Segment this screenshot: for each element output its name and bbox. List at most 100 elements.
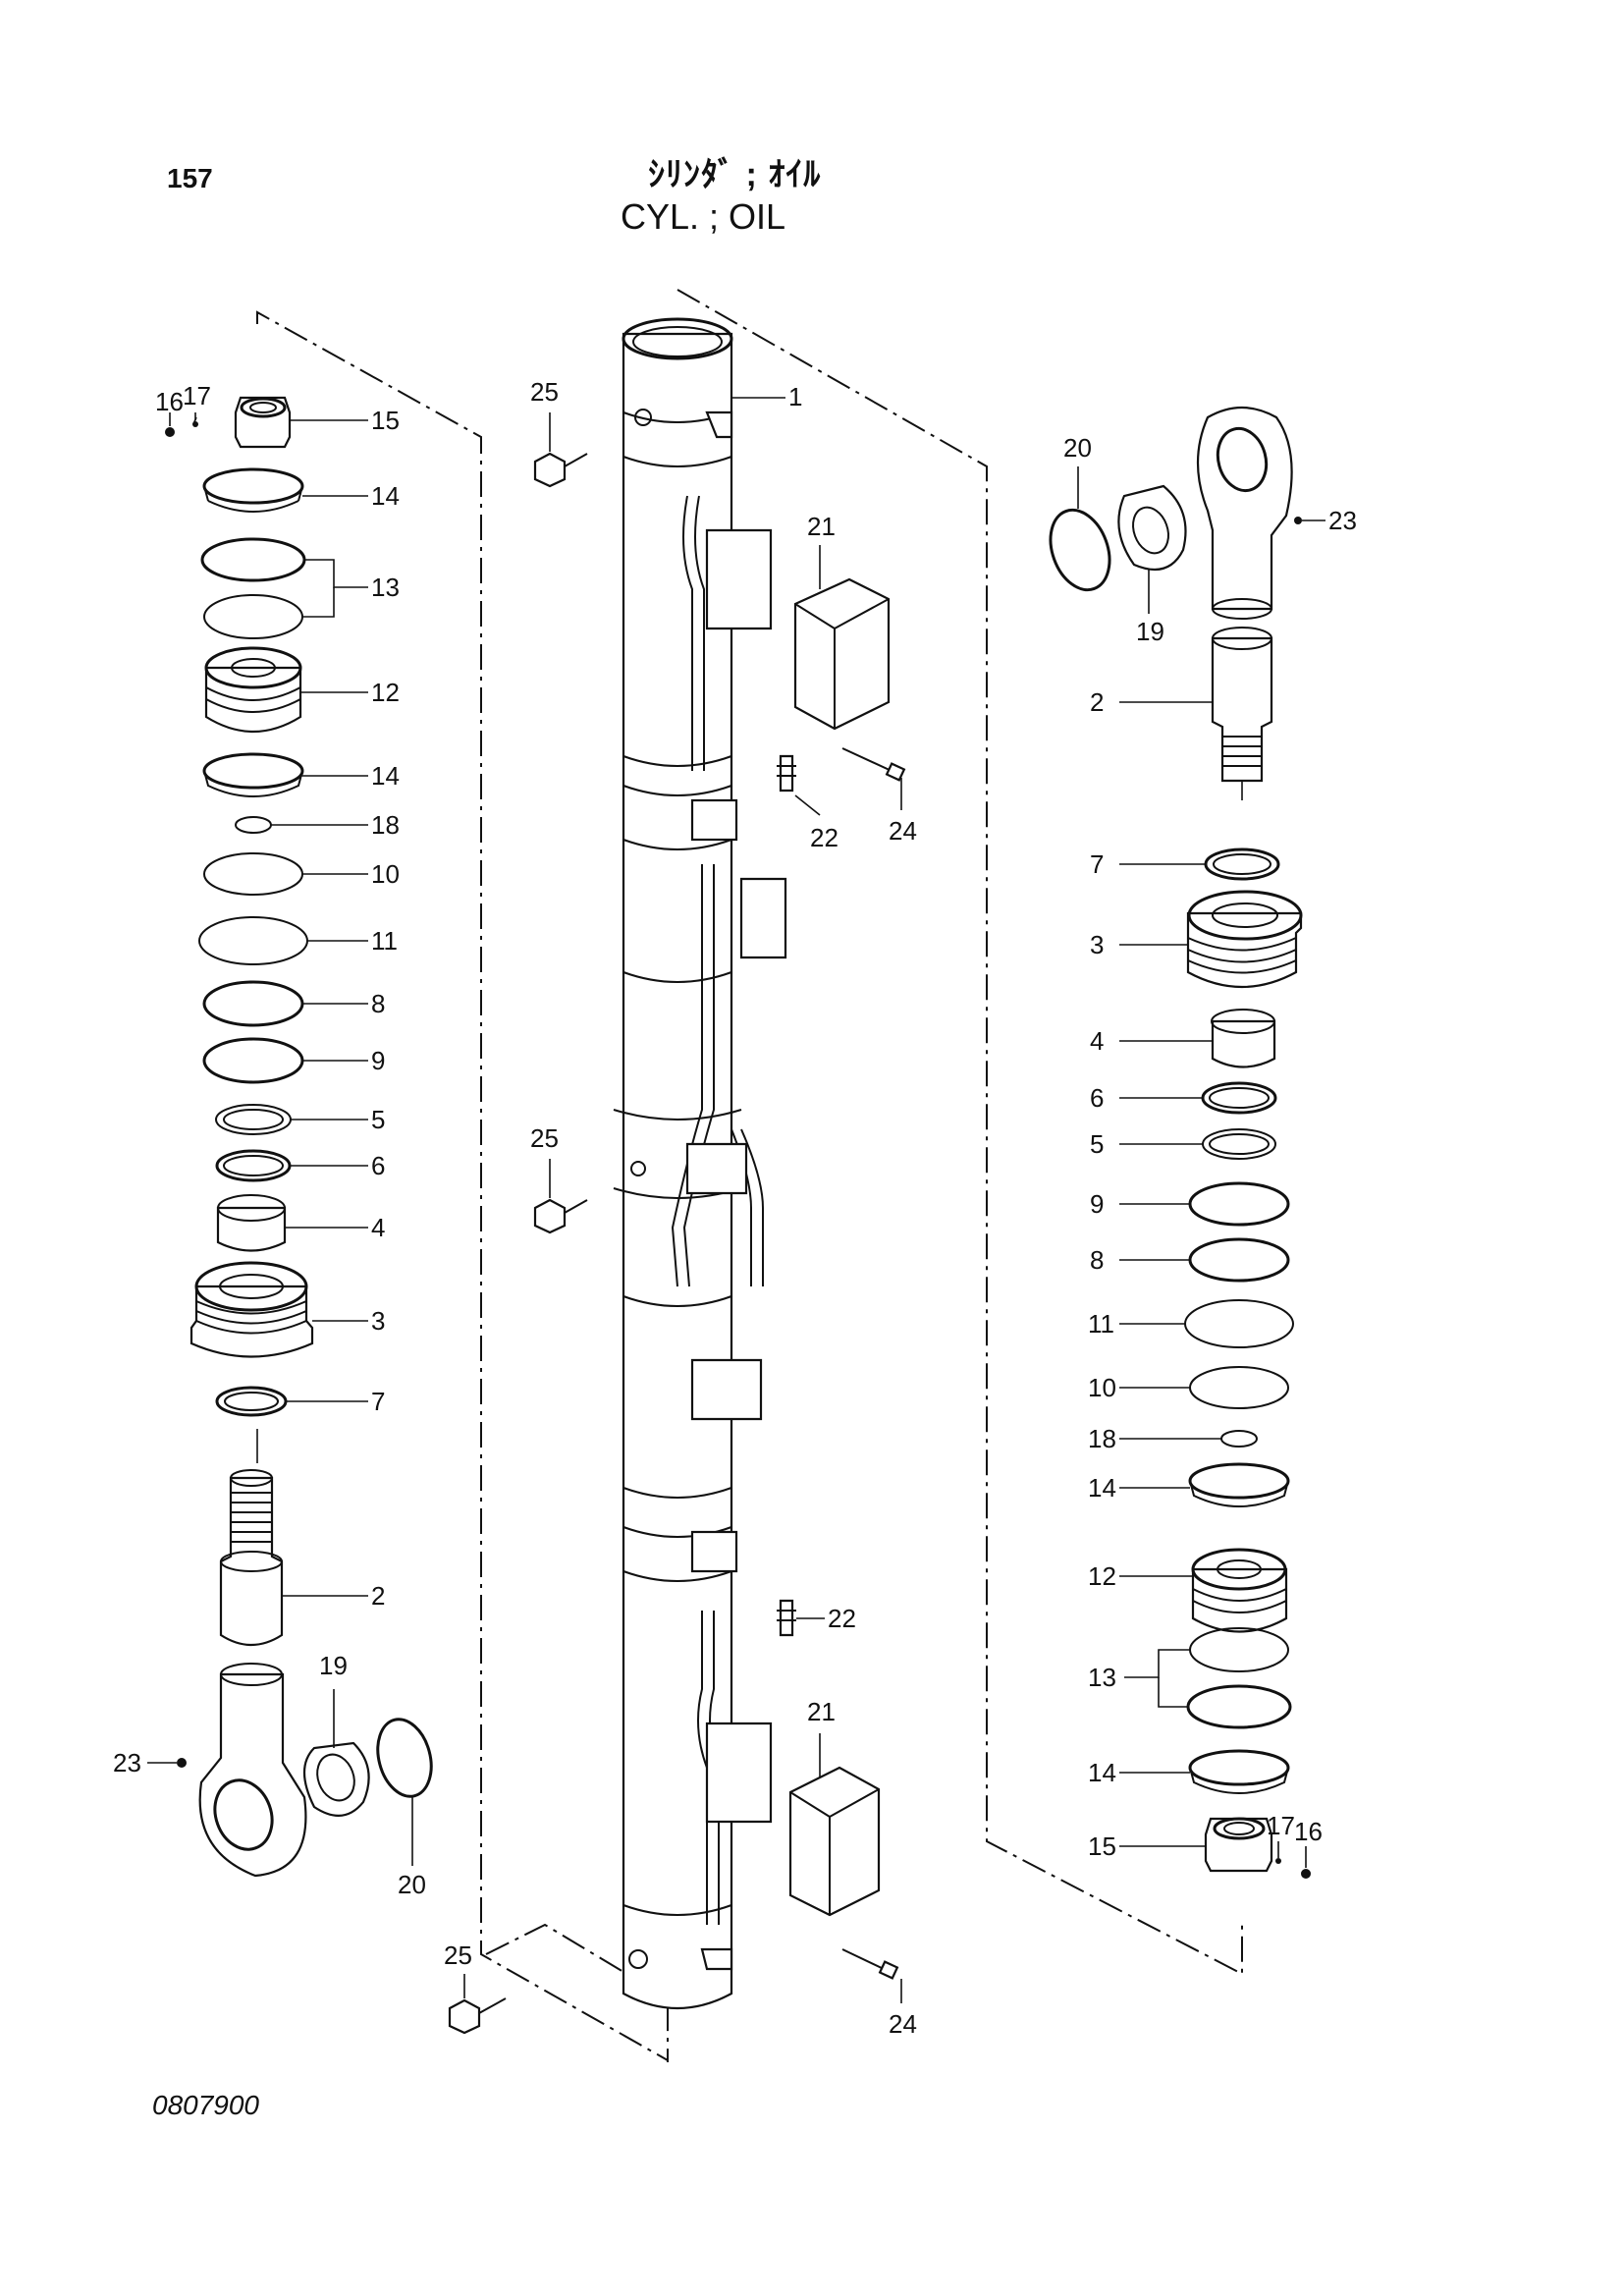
snap-ring-20-right: [1049, 508, 1111, 592]
callout-25-bottom: 25: [444, 1941, 472, 1970]
plug-25-bottom: [448, 1997, 507, 2035]
piston-12-right: [1191, 1548, 1288, 1633]
bearing-19-left: [303, 1741, 370, 1817]
callout-24-top: 24: [889, 816, 917, 846]
callouts-center: 25 1 21 22 24 25 22 21 25 24: [444, 377, 917, 2039]
callouts-right: 20 23 19 2 7 3 4 6 5 9 8 11 10 18 14 12 …: [1063, 433, 1357, 1861]
callout-17-right: 17: [1267, 1811, 1295, 1840]
nut-15-right: [1204, 1817, 1273, 1873]
callout-12-left: 12: [371, 678, 400, 707]
wear-ring-14b-right: [1188, 1749, 1290, 1794]
plug-25-top: [533, 452, 588, 488]
plug-25-mid: [533, 1198, 588, 1234]
cylinder-tube-1: [613, 317, 787, 2009]
pin-17-right: [1275, 1858, 1281, 1864]
callout-15-right: 15: [1088, 1831, 1116, 1861]
callout-2-left: 2: [371, 1581, 385, 1611]
pin-17-left: [192, 421, 198, 427]
callout-16-left: 16: [155, 387, 184, 416]
callout-7-left: 7: [371, 1387, 385, 1416]
callout-18-right: 18: [1088, 1424, 1116, 1453]
callout-4-right: 4: [1090, 1026, 1104, 1056]
valve-21-bottom: [788, 1766, 881, 1917]
dashed-centerlines: [256, 289, 1243, 2062]
ring-7-left: [215, 1386, 288, 1417]
callout-24-bottom: 24: [889, 2009, 917, 2039]
ring-13b-left: [203, 594, 303, 639]
title-japanese: ｼﾘﾝﾀﾞ ; ｵｲﾙ: [648, 156, 822, 193]
callouts-left: 16 17 15 14 13 12 14 18 10 11 8 9 5 6 4 …: [113, 381, 426, 1899]
nut-15-left: [234, 396, 292, 449]
callout-2-right: 2: [1090, 687, 1104, 717]
callout-3-left: 3: [371, 1306, 385, 1336]
callout-6-right: 6: [1090, 1083, 1104, 1113]
callout-14b-left: 14: [371, 761, 400, 791]
right-parts-stack: [1049, 407, 1311, 1879]
pin-16-left: [165, 427, 175, 437]
callout-17-left: 17: [183, 381, 211, 410]
callout-1: 1: [788, 382, 802, 411]
bolt-24-top: [841, 747, 906, 782]
callout-4-left: 4: [371, 1213, 385, 1242]
ring-11-left: [198, 916, 308, 965]
ring-7-right: [1204, 847, 1280, 881]
wear-ring-14a-right: [1188, 1462, 1290, 1507]
callout-8-left: 8: [371, 989, 385, 1018]
callout-11-left: 11: [371, 926, 398, 956]
left-parts-stack: [165, 396, 433, 1878]
rod-eye-left: [177, 1663, 307, 1878]
ring-10-right: [1189, 1366, 1289, 1409]
bushing-4-right: [1211, 1009, 1276, 1068]
callout-12-right: 12: [1088, 1561, 1116, 1591]
callout-15-left: 15: [371, 406, 400, 435]
ring-6-right: [1201, 1081, 1277, 1115]
rod-head-3-right: [1186, 890, 1303, 988]
ring-18-left: [235, 816, 272, 834]
ring-10-left: [203, 852, 303, 896]
callout-8-right: 8: [1090, 1245, 1104, 1275]
callout-25-top: 25: [530, 377, 559, 407]
piston-12-left: [204, 646, 302, 733]
callout-5-left: 5: [371, 1105, 385, 1134]
rod-eye-right: [1196, 407, 1302, 620]
ring-9-left: [202, 1037, 304, 1084]
callout-3-right: 3: [1090, 930, 1104, 959]
callout-22-bottom: 22: [828, 1604, 856, 1633]
callout-23-right: 23: [1328, 506, 1357, 535]
callout-21-top: 21: [807, 512, 836, 541]
piston-rod-2-right: [1211, 627, 1273, 783]
ring-13b-right: [1186, 1684, 1292, 1729]
ring-9-right: [1188, 1181, 1290, 1227]
callout-20-right: 20: [1063, 433, 1092, 463]
callout-9-left: 9: [371, 1046, 385, 1075]
callout-21-bottom: 21: [807, 1697, 836, 1726]
ring-13a-right: [1189, 1627, 1289, 1672]
callout-14b-right: 14: [1088, 1758, 1116, 1787]
leader-lines: [147, 397, 1325, 2003]
ring-8-right: [1188, 1237, 1290, 1283]
callout-22-top: 22: [810, 823, 839, 852]
callout-19-left: 19: [319, 1651, 348, 1680]
fitting-22-top: [777, 754, 796, 793]
callout-5-right: 5: [1090, 1129, 1104, 1159]
rod-head-3-left: [189, 1261, 314, 1358]
callout-9-right: 9: [1090, 1189, 1104, 1219]
snap-ring-20-left: [376, 1718, 433, 1798]
callout-18-left: 18: [371, 810, 400, 840]
drawing-number: 0807900: [152, 2090, 260, 2120]
callout-11-right: 11: [1088, 1309, 1114, 1339]
bolt-24-bottom: [841, 1948, 899, 1980]
callout-14a-left: 14: [371, 481, 400, 511]
bushing-4-left: [216, 1194, 287, 1252]
callout-25-mid: 25: [530, 1123, 559, 1153]
valve-21-top: [793, 577, 891, 731]
wear-ring-14b-left: [202, 752, 304, 797]
callout-20-left: 20: [398, 1870, 426, 1899]
callout-19-right: 19: [1136, 617, 1164, 646]
callout-6-left: 6: [371, 1151, 385, 1180]
callout-10-right: 10: [1088, 1373, 1116, 1402]
ring-5-right: [1202, 1128, 1276, 1160]
bearing-19-right: [1117, 484, 1187, 572]
wear-ring-14-left: [202, 467, 304, 513]
callout-13-right: 13: [1088, 1663, 1116, 1692]
